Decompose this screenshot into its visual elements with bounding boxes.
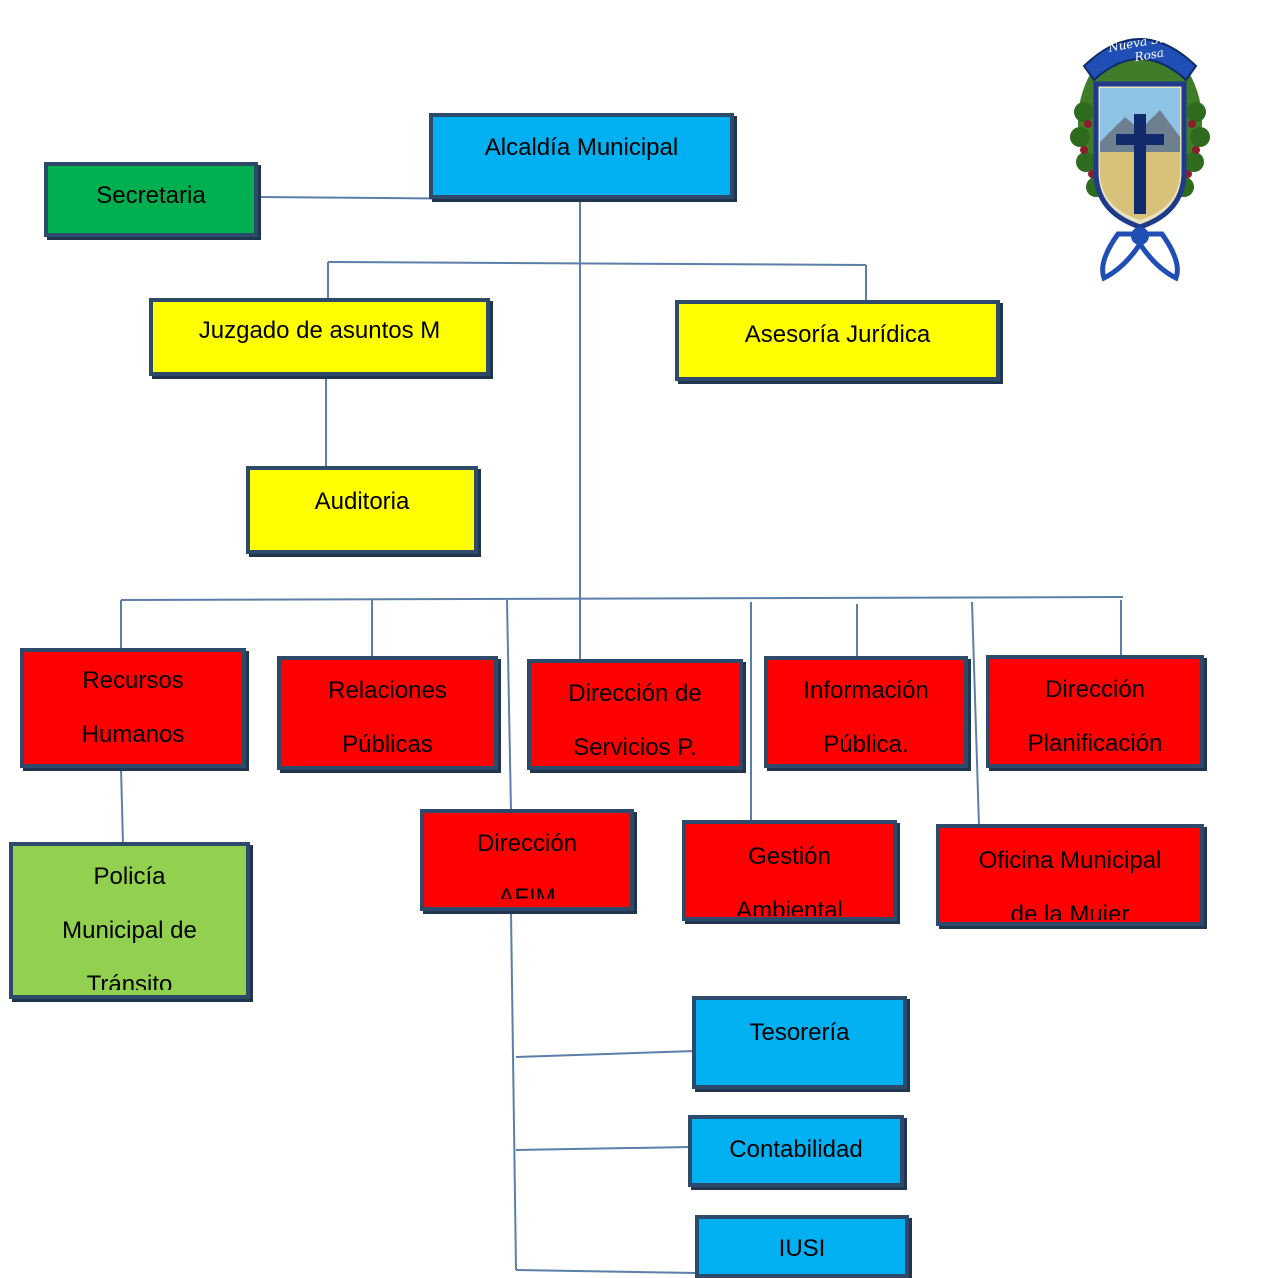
- contabilidad-box: Contabilidad: [688, 1115, 904, 1187]
- gestion-ambiental-line-1: Gestión: [748, 843, 831, 870]
- policia-line-3: Tránsito: [86, 971, 173, 990]
- direccion-afim-line-2: AFIM: [498, 884, 556, 899]
- informacion-publica-box: Información Pública.: [764, 656, 968, 768]
- servicios-publicos-line-1: Dirección de: [568, 680, 702, 707]
- direccion-planificacion-box: Dirección Planificación: [986, 655, 1204, 768]
- recursos-humanos-line-1: Recursos: [82, 667, 184, 694]
- coat-of-arms-icon: [1070, 38, 1210, 282]
- gestion-ambiental-box: Gestión Ambiental: [682, 820, 897, 921]
- servicios-publicos-line-2: Servicios P.: [573, 734, 697, 761]
- juzgado-label: Juzgado de asuntos M: [198, 317, 441, 344]
- auditoria-box: Auditoria: [246, 466, 478, 554]
- asesoria-juridica-box: Asesoría Jurídica: [675, 300, 1000, 381]
- relaciones-publicas-line-1: Relaciones: [328, 677, 447, 704]
- policia-line-2: Municipal de: [62, 917, 197, 944]
- relaciones-publicas-line-2: Públicas: [342, 731, 433, 758]
- oficina-mujer-line-1: Oficina Municipal: [978, 847, 1162, 874]
- asesoria-juridica-label: Asesoría Jurídica: [744, 320, 931, 348]
- oficina-mujer-box: Oficina Municipal de la Mujer: [936, 824, 1204, 926]
- informacion-publica-line-1: Información: [803, 677, 929, 704]
- direccion-afim-box: Dirección AFIM: [420, 809, 634, 911]
- servicios-publicos-box: Dirección de Servicios P.: [527, 659, 743, 770]
- municipal-coat-of-arms-logo: Nueva Santa Rosa: [1000, 22, 1280, 287]
- tesoreria-box: Tesorería: [692, 996, 907, 1089]
- secretaria-box: Secretaria: [44, 162, 258, 237]
- secretaria-label: Secretaria: [96, 181, 206, 209]
- recursos-humanos-box: Recursos Humanos: [20, 648, 246, 768]
- iusi-box: IUSI: [695, 1215, 909, 1278]
- direccion-planificacion-line-1: Dirección: [1044, 676, 1146, 703]
- iusi-label: IUSI: [778, 1234, 826, 1262]
- tesoreria-label: Tesorería: [749, 1018, 850, 1046]
- oficina-mujer-line-2: de la Mujer: [1010, 901, 1130, 920]
- alcaldia-municipal-label: Alcaldía Municipal: [484, 134, 679, 161]
- informacion-publica-line-2: Pública.: [823, 731, 909, 758]
- alcaldia-municipal-box: Alcaldía Municipal: [429, 113, 734, 199]
- gestion-ambiental-line-2: Ambiental: [736, 897, 843, 916]
- recursos-humanos-line-2: Humanos: [81, 721, 185, 748]
- relaciones-publicas-box: Relaciones Públicas: [277, 656, 498, 770]
- policia-line-1: Policía: [93, 863, 166, 890]
- direccion-afim-line-1: Dirección: [476, 830, 578, 857]
- auditoria-label: Auditoria: [314, 488, 410, 515]
- direccion-planificacion-line-2: Planificación: [1027, 730, 1163, 757]
- juzgado-box: Juzgado de asuntos M: [149, 298, 490, 376]
- policia-municipal-transito-box: Policía Municipal de Tránsito: [9, 842, 250, 999]
- contabilidad-label: Contabilidad: [729, 1136, 863, 1163]
